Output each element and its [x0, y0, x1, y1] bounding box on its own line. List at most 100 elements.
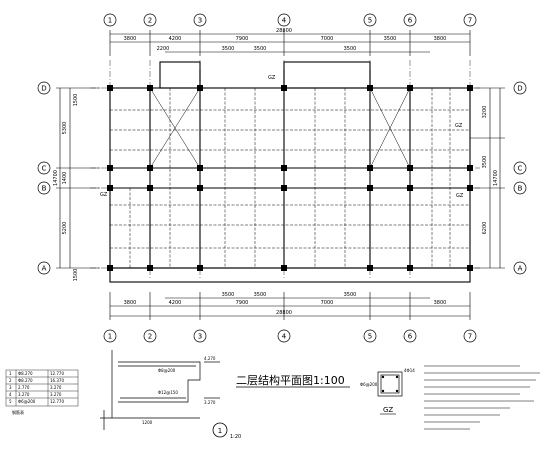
bottom-dimension-chain [109, 292, 471, 320]
svg-text:2: 2 [9, 378, 12, 383]
grid-bubble-top-7: 7 [468, 17, 472, 25]
grid-bubble-bottom-7: 7 [468, 333, 472, 341]
svg-text:1: 1 [9, 371, 12, 376]
bottom-dim-5: 3800 [434, 300, 447, 306]
grid-bubble-right-a: A [518, 265, 523, 273]
top-dim-2: 4200 [169, 36, 182, 42]
bottom-sub-dim-2: 3500 [254, 292, 267, 298]
grid-bubble-bottom-5: 5 [368, 333, 372, 341]
bottom-dim-4: 7000 [321, 300, 334, 306]
top-dim-3: 7900 [236, 36, 249, 42]
svg-text:Φ6@200: Φ6@200 [18, 399, 36, 404]
top-sub-dim-3: 3500 [254, 46, 267, 52]
columns [107, 85, 473, 271]
grid-bubble-top-5: 5 [368, 17, 372, 25]
svg-text:2.770: 2.770 [18, 385, 30, 390]
left-dim-4: 1500 [73, 94, 79, 107]
grid-bubble-left-c: C [42, 165, 47, 173]
top-dim-5: 3500 [384, 36, 397, 42]
right-total-dim: 14700 [493, 170, 499, 186]
gz-label-1: GZ [268, 75, 276, 81]
grid-bubble-bottom-1: 1 [108, 333, 112, 341]
detail-scale: 1:20 [230, 434, 241, 440]
svg-text:16.370: 16.370 [50, 378, 64, 383]
svg-text:5: 5 [9, 399, 12, 404]
top-grid-bubbles [103, 13, 477, 27]
stair-openings [149, 87, 411, 169]
right-dim-1: 3200 [482, 106, 488, 119]
top-total-dim: 28800 [276, 28, 292, 34]
grid-bubble-bottom-2: 2 [148, 333, 152, 341]
grid-bubble-left-b: B [42, 185, 47, 193]
left-dim-2: 1400 [62, 172, 68, 185]
bottom-total-dim: 28800 [276, 310, 292, 316]
left-grid-bubbles [37, 81, 51, 275]
bottom-sub-dim-3: 3500 [344, 292, 357, 298]
top-dim-1: 3800 [124, 36, 137, 42]
bottom-dim-2: 4200 [169, 300, 182, 306]
grid-bubble-top-2: 2 [148, 17, 152, 25]
detail-rebar-1: Φ8@200 [158, 368, 176, 373]
gz-detail [377, 371, 403, 397]
svg-text:4: 4 [9, 392, 12, 397]
svg-text:3: 3 [9, 385, 12, 390]
detail-callout-circle [212, 422, 228, 438]
grid-bubble-bottom-4: 4 [282, 333, 287, 341]
top-dim-6: 3800 [434, 36, 447, 42]
gz-bars-label: 4Φ14 [404, 368, 415, 373]
top-sub-dim-1: 2200 [157, 46, 170, 52]
gz-detail-label: GZ [383, 406, 393, 414]
left-dim-1: 5300 [62, 122, 68, 135]
rebar-table-rows: 1 Φ8.270 12.770 2 Φ8.270 16.370 3 2.770 … [9, 371, 64, 404]
svg-text:12.770: 12.770 [50, 399, 64, 404]
bottom-sub-dim-1: 3500 [222, 292, 235, 298]
top-column-ticks [109, 30, 471, 56]
gz-rebar: Φ6@200 [360, 382, 378, 387]
top-sub-dim-2: 3500 [222, 46, 235, 52]
secondary-beams [110, 88, 470, 268]
left-dim-5: 1500 [73, 269, 79, 282]
left-dim-3: 5200 [62, 222, 68, 235]
grid-bubble-top-4: 4 [282, 17, 287, 25]
notes-block [424, 365, 540, 430]
gz-label-3: GZ [455, 123, 463, 129]
grid-bubble-right-d: D [517, 85, 522, 93]
svg-text:Φ8.270: Φ8.270 [18, 371, 33, 376]
svg-text:3.270: 3.270 [50, 392, 62, 397]
svg-text:3.270: 3.270 [18, 392, 30, 397]
left-total-dim: 14700 [53, 170, 59, 186]
gz-label-2: GZ [100, 192, 108, 198]
gz-label-4: GZ [456, 193, 464, 199]
grid-bubble-left-a: A [42, 265, 47, 273]
grid-bubble-bottom-3: 3 [198, 333, 202, 341]
bottom-dim-3: 7900 [236, 300, 249, 306]
right-dim-3: 6200 [482, 222, 488, 235]
section-detail-drawing [100, 350, 220, 430]
top-dim-4: 7000 [321, 36, 334, 42]
detail-width-dim: 1200 [142, 420, 153, 425]
grid-bubble-left-d: D [41, 85, 46, 93]
rebar-table [5, 369, 79, 407]
grid-bubble-top-6: 6 [408, 17, 413, 25]
plan-beams [109, 61, 471, 283]
svg-text:Φ8.270: Φ8.270 [18, 378, 33, 383]
detail-rebar-2: Φ12@150 [158, 390, 178, 395]
bottom-dim-1: 3800 [124, 300, 137, 306]
grid-bubble-bottom-6: 6 [408, 333, 413, 341]
right-dimension-chain [470, 87, 505, 269]
grid-bubble-top-1: 1 [108, 17, 112, 25]
right-grid-bubbles [513, 81, 527, 275]
top-sub-dim-4: 3500 [344, 46, 357, 52]
detail-elevation-bottom: 3.270 [204, 400, 216, 405]
plan-title: 二层结构平面图1:100 [236, 373, 345, 387]
svg-text:12.770: 12.770 [50, 371, 64, 376]
svg-text:3.270: 3.270 [50, 385, 62, 390]
detail-callout-number: 1 [218, 427, 222, 435]
gz-bars [381, 375, 399, 393]
grid-bubble-right-b: B [518, 185, 523, 193]
grid-bubble-right-c: C [518, 165, 523, 173]
right-dim-2: 3500 [482, 156, 488, 169]
rebar-table-caption: 钢筋表 [12, 409, 24, 415]
bottom-grid-bubbles [103, 329, 477, 343]
